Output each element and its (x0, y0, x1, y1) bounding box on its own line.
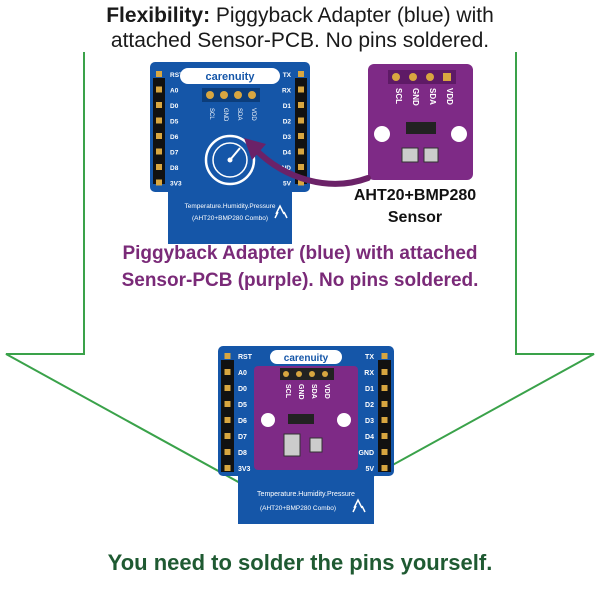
heading-line-2: attached Sensor-PCB. No pins soldered. (110, 29, 490, 52)
pin-pad (224, 401, 231, 407)
pin-pad (298, 102, 304, 108)
pin-label: 3V3 (170, 181, 182, 188)
pin-label: D7 (238, 434, 247, 441)
pin-label: D4 (365, 434, 374, 441)
pin-label: D1 (283, 103, 292, 110)
bottom-caption: You need to solder the pins yourself. (107, 550, 493, 575)
pin-pad (381, 433, 388, 439)
pin-pad (224, 385, 231, 391)
adapter-brand: carenuity (206, 71, 256, 83)
heading-label: Flexibility: (106, 4, 211, 27)
pin-label: RST (238, 354, 253, 361)
pin-label: D5 (170, 119, 179, 126)
pin-pad (224, 449, 231, 455)
combined-header-label: SCL (284, 384, 291, 399)
pin-label: D3 (283, 134, 292, 141)
combined-brand: carenuity (284, 353, 329, 364)
sensor-pin-label: SDA (428, 88, 437, 105)
pin-pad (381, 417, 388, 423)
pin-label: TX (283, 72, 292, 79)
pin-pad (224, 417, 231, 423)
pin-pad (298, 164, 304, 170)
pin-pad (156, 179, 162, 186)
sensor-label-line-2: Sensor (387, 209, 443, 226)
pin-label: RX (282, 88, 292, 95)
pin-label: A0 (170, 88, 179, 95)
pin-label: D8 (238, 450, 247, 457)
pin-label: RST (170, 72, 183, 79)
pin-label: TX (365, 354, 374, 361)
combined-header-label: VDD (323, 384, 330, 399)
pin-pad (381, 369, 388, 375)
sensor-label-line-1: AHT20+BMP280 (353, 187, 477, 204)
brand-logo-icon (274, 204, 288, 219)
pin-label: D3 (365, 418, 374, 425)
pin-pad (298, 133, 304, 139)
pin-pad (224, 465, 231, 471)
pin-label: D0 (170, 103, 179, 110)
heading-line-1: Flexibility: Piggyback Adapter (blue) wi… (0, 4, 600, 28)
pin-label: D1 (365, 386, 374, 393)
sensor-pin-label: VDD (445, 88, 454, 105)
combined-header-label: GND (297, 384, 304, 400)
adapter-header-label: GND (222, 108, 228, 122)
pin-pad (381, 353, 388, 359)
adapter-header-label: SCL (208, 108, 214, 120)
brand-logo-icon (352, 498, 366, 513)
pin-label: D7 (170, 150, 179, 157)
pin-pad (156, 86, 162, 93)
pin-pad (156, 148, 162, 155)
pin-label: 3V3 (238, 466, 251, 473)
adapter-header-label: VDD (250, 108, 256, 121)
pin-label: GND (358, 450, 374, 457)
pin-pad (381, 465, 388, 471)
attach-arrow-icon (244, 138, 371, 187)
pin-label: 5V (365, 466, 374, 473)
middle-caption-line-1: Piggyback Adapter (blue) with attached (122, 243, 478, 264)
adapter-footer-line-1: Temperature.Humidity.Pressure (185, 203, 276, 210)
pin-pad (298, 148, 304, 155)
pin-label: D2 (365, 402, 374, 409)
pin-pad (298, 86, 304, 93)
pin-label: D2 (283, 119, 292, 126)
sensor-pin-label: SCL (394, 88, 403, 104)
pin-label: D8 (170, 165, 179, 172)
pin-label: RX (364, 370, 374, 377)
pin-label: 5V (283, 181, 292, 188)
middle-caption-line-2: Sensor-PCB (purple). No pins soldered. (121, 270, 479, 291)
pin-pad (381, 449, 388, 455)
pin-pad (156, 133, 162, 139)
combined-footer-line-1: Temperature.Humidity.Pressure (257, 491, 355, 498)
pin-pad (156, 102, 162, 108)
pin-pad (156, 164, 162, 170)
pin-pad (224, 353, 231, 359)
pin-label: A0 (238, 370, 247, 377)
pin-pad (156, 117, 162, 124)
pin-pad (298, 117, 304, 124)
pin-label: D4 (283, 150, 292, 157)
pin-pad (156, 71, 162, 77)
combined-header-label: SDA (310, 384, 317, 399)
pin-pad (224, 369, 231, 375)
pin-pad (381, 401, 388, 407)
sensor-pin-label: GND (411, 88, 420, 106)
pin-label: D0 (238, 386, 247, 393)
adapter-footer-line-2: (AHT20+BMP280 Combo) (192, 215, 268, 222)
pin-pad (381, 385, 388, 391)
pin-label: D5 (238, 402, 247, 409)
pin-label: D6 (238, 418, 247, 425)
pin-pad (298, 71, 304, 77)
pin-pad (298, 179, 304, 186)
combined-footer-line-2: (AHT20+BMP280 Combo) (260, 505, 336, 512)
pin-pad (224, 433, 231, 439)
sensor-board-image: SCL GND SDA VDD (368, 64, 473, 180)
heading-line-1-rest: Piggyback Adapter (blue) with (210, 4, 494, 27)
pin-label: D6 (170, 134, 179, 141)
adapter-header-label: SDA (236, 108, 242, 120)
